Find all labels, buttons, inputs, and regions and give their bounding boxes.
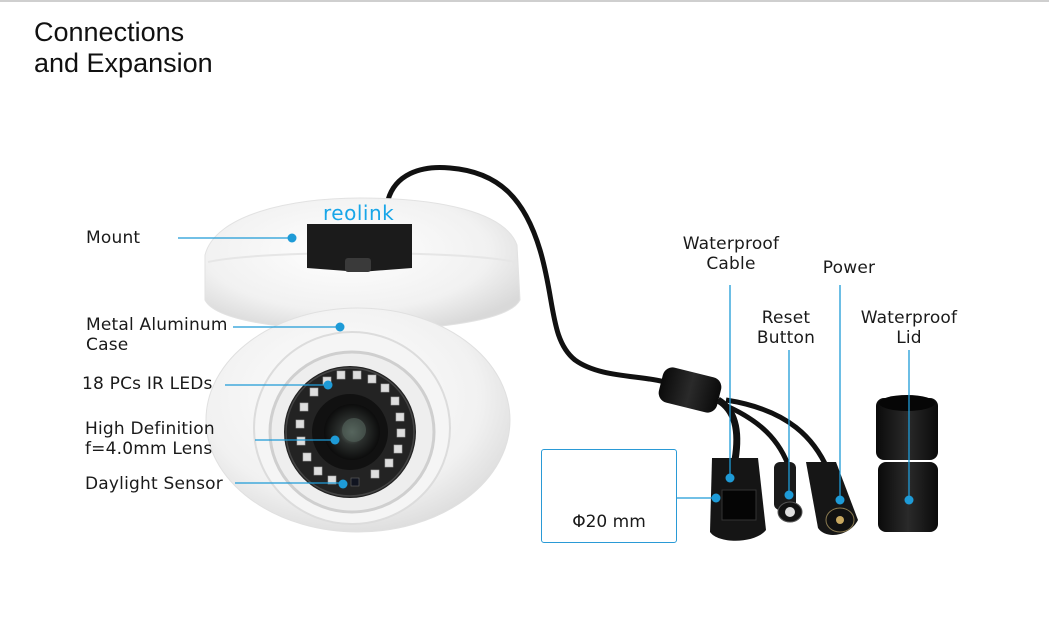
callout-case-text-1: Metal Aluminum [86,315,228,335]
callout-lines [178,237,910,500]
callout-daylight-sensor: Daylight Sensor [85,474,223,494]
callout-lens: High Definition f=4.0mm Lens [85,419,215,459]
callout-waterproof-cable-text-1: Waterproof [682,234,780,254]
dome-camera [204,197,521,533]
connector-diameter: Φ20 mm [572,512,646,532]
callout-case: Metal Aluminum Case [86,315,228,355]
callout-lens-text-1: High Definition [85,419,215,439]
page-title-line-2: and Expansion [34,48,213,78]
callout-reset-button-text-2: Button [756,328,816,348]
callout-waterproof-lid: Waterproof Lid [848,308,970,348]
callout-mount: Mount [86,228,140,248]
callout-ir-leds: 18 PCs IR LEDs [82,374,213,394]
camera-cable [385,164,668,385]
cable-assembly [658,367,938,541]
callout-waterproof-lid-text-2: Lid [896,328,922,348]
callout-waterproof-cable-text-2: Cable [706,254,756,274]
callout-power: Power [812,258,886,278]
top-divider [0,0,1049,2]
page-title: Connections and Expansion [34,17,213,79]
callout-power-text: Power [822,258,876,278]
callout-ir-leds-text: 18 PCs IR LEDs [82,374,213,394]
callout-lens-text-2: f=4.0mm Lens [85,439,213,459]
callout-daylight-sensor-text: Daylight Sensor [85,474,223,494]
connector-inset: Φ20 mm [541,449,677,543]
callout-case-text-2: Case [86,335,129,355]
callout-waterproof-cable: Waterproof Cable [672,234,790,274]
callout-dots [287,233,914,505]
callout-reset-button-text-1: Reset [761,308,811,328]
page-title-line-1: Connections [34,17,185,47]
callout-waterproof-lid-text-1: Waterproof [860,308,958,328]
brand-logo: reolink [323,201,395,225]
callout-reset-button: Reset Button [748,308,824,348]
callout-mount-text: Mount [86,228,141,248]
